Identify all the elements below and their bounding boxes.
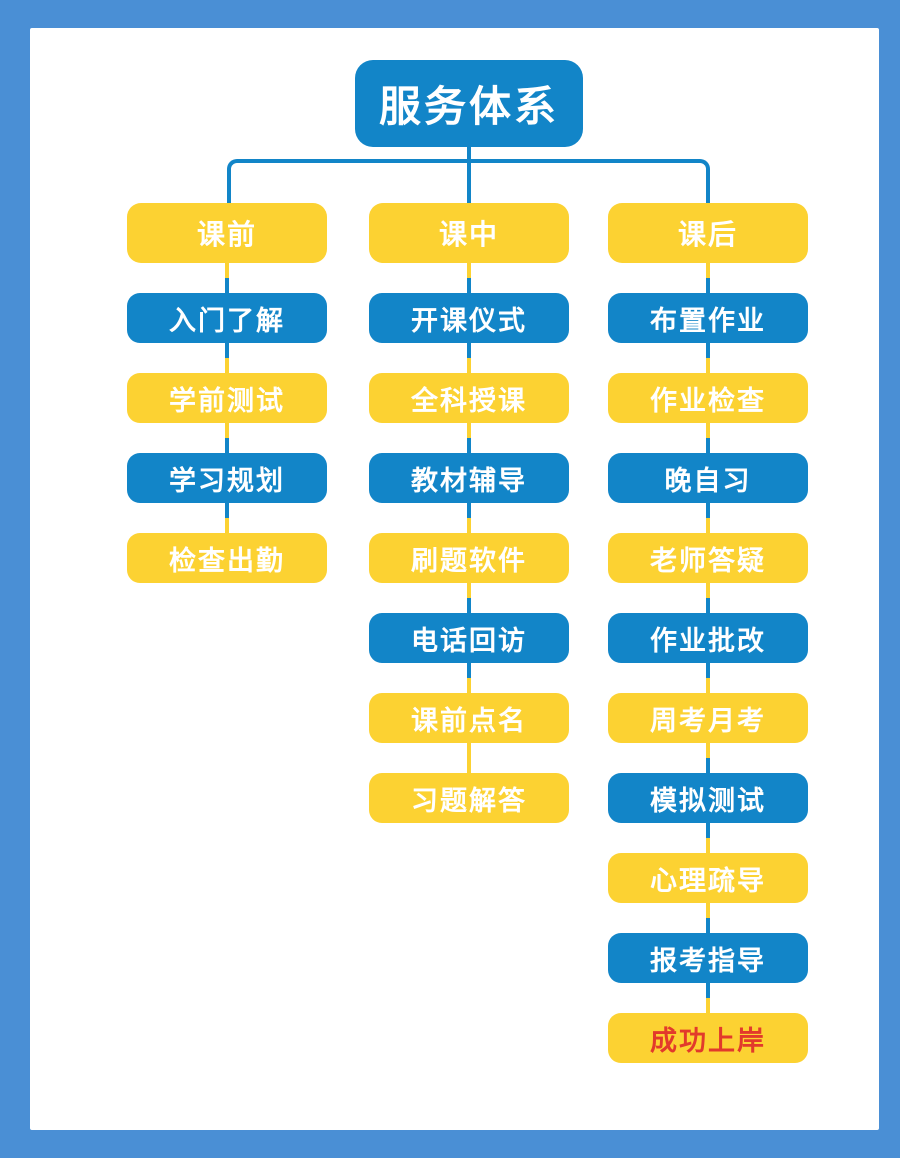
connector	[467, 343, 471, 373]
flow-node: 心理疏导	[608, 853, 808, 903]
flow-node: 模拟测试	[608, 773, 808, 823]
flow-node: 电话回访	[369, 613, 569, 663]
connector	[706, 903, 710, 933]
connector	[225, 343, 229, 373]
flow-node: 学前测试	[127, 373, 327, 423]
flow-node: 开课仪式	[369, 293, 569, 343]
flow-node: 老师答疑	[608, 533, 808, 583]
connector	[467, 663, 471, 693]
column-header: 课中	[369, 203, 569, 263]
connector	[706, 823, 710, 853]
connector	[706, 503, 710, 533]
connector	[467, 743, 471, 773]
connector	[706, 663, 710, 693]
flow-node: 晚自习	[608, 453, 808, 503]
connector	[706, 743, 710, 773]
flow-node: 作业检查	[608, 373, 808, 423]
flow-node: 周考月考	[608, 693, 808, 743]
flow-node: 布置作业	[608, 293, 808, 343]
flow-node: 全科授课	[369, 373, 569, 423]
root-node-label: 服务体系	[378, 83, 559, 130]
flow-node: 成功上岸	[608, 1013, 808, 1063]
flow-node: 入门了解	[127, 293, 327, 343]
connector	[706, 983, 710, 1013]
flow-node: 刷题软件	[369, 533, 569, 583]
connector	[225, 503, 229, 533]
flow-node: 作业批改	[608, 613, 808, 663]
connector	[225, 263, 229, 293]
flow-node: 课前点名	[369, 693, 569, 743]
flow-node: 习题解答	[369, 773, 569, 823]
connector	[706, 343, 710, 373]
tree-connector-center-drop	[467, 159, 471, 203]
tree-connector-right-elbow	[469, 159, 710, 203]
connector	[467, 583, 471, 613]
connector	[467, 263, 471, 293]
root-node: 服务体系	[355, 60, 583, 147]
root-connector-stem	[467, 146, 471, 160]
connector	[467, 503, 471, 533]
flow-node: 教材辅导	[369, 453, 569, 503]
column-header: 课前	[127, 203, 327, 263]
flow-node: 学习规划	[127, 453, 327, 503]
column-header: 课后	[608, 203, 808, 263]
connector	[706, 263, 710, 293]
connector	[467, 423, 471, 453]
flow-node: 检查出勤	[127, 533, 327, 583]
connector	[706, 423, 710, 453]
connector	[706, 583, 710, 613]
connector	[225, 423, 229, 453]
tree-connector-left-elbow	[227, 159, 469, 203]
flow-node: 报考指导	[608, 933, 808, 983]
